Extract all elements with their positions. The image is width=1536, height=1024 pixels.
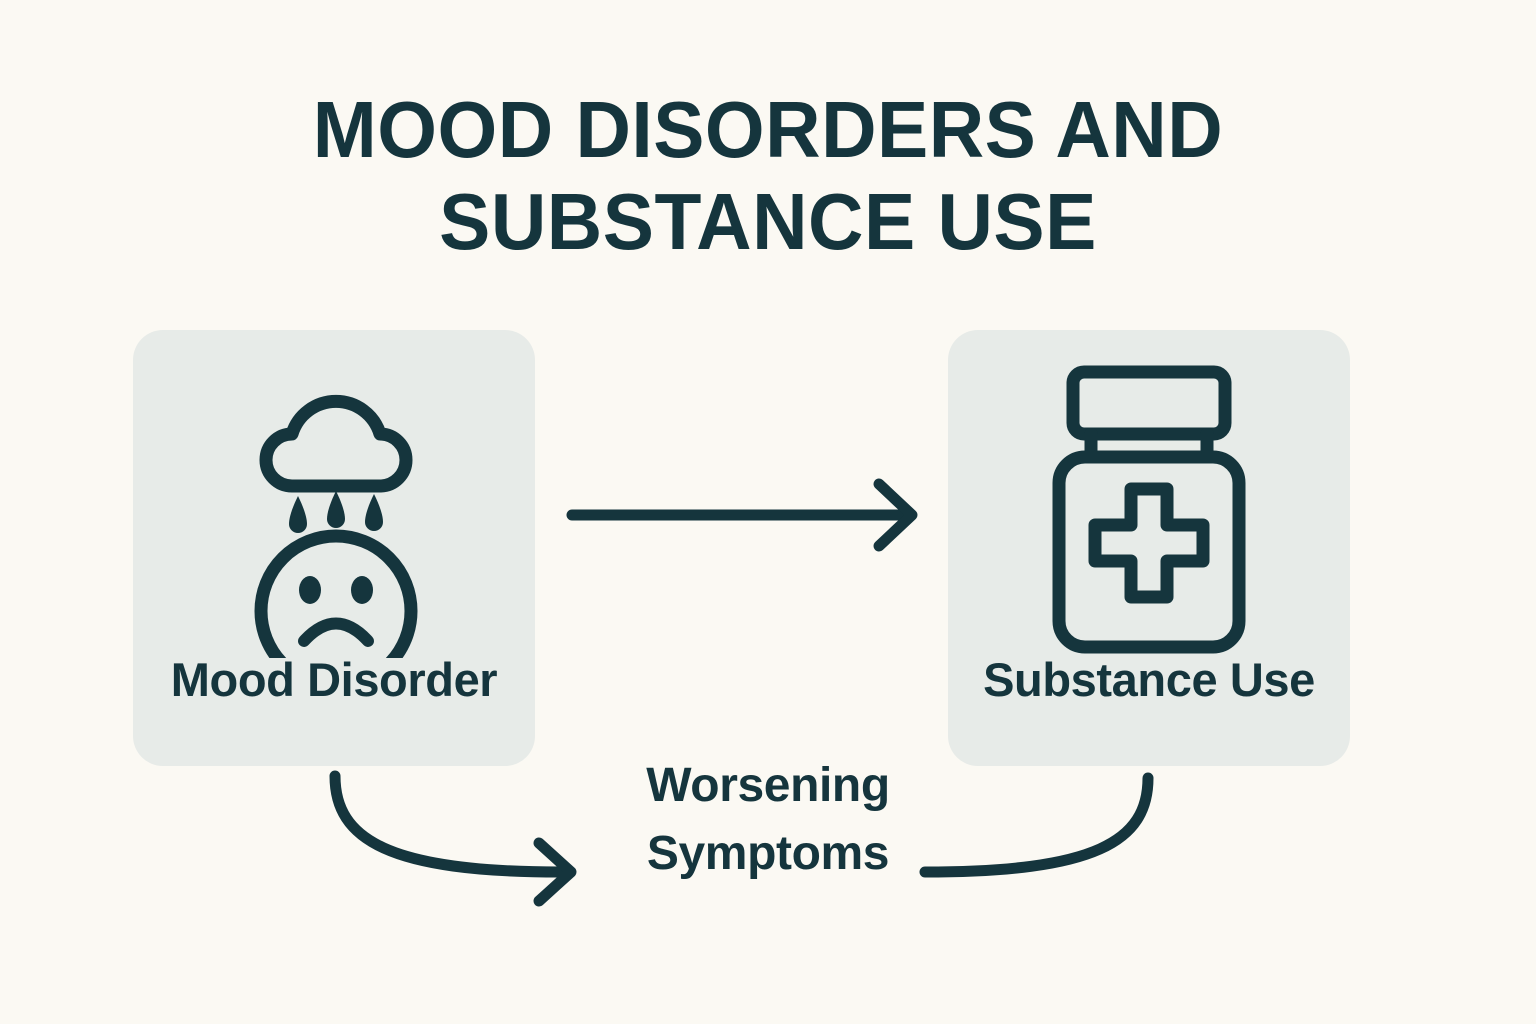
caption-worsening-symptoms: Worsening Symptoms bbox=[568, 752, 968, 888]
page-title-line-1: MOOD DISORDERS AND bbox=[312, 85, 1224, 174]
caption-line-1: Worsening bbox=[646, 759, 890, 812]
raindrops-icon bbox=[289, 491, 383, 533]
page-title: MOOD DISORDERS AND SUBSTANCE USE bbox=[31, 84, 1506, 268]
arrow-right-icon bbox=[566, 478, 918, 552]
mood-disorder-icon-wrap bbox=[133, 358, 535, 658]
card-mood-disorder: Mood Disorder bbox=[133, 330, 535, 766]
caption-line-2: Symptoms bbox=[646, 827, 890, 880]
card-substance-use-label: Substance Use bbox=[983, 653, 1315, 706]
card-substance-use: Substance Use bbox=[948, 330, 1350, 766]
curved-arrow-down-right-icon bbox=[329, 770, 577, 907]
page-title-line-2: SUBSTANCE USE bbox=[439, 177, 1097, 266]
pill-bottle-icon bbox=[1052, 365, 1246, 654]
sad-face-eyes-icon bbox=[299, 576, 373, 604]
card-mood-disorder-label: Mood Disorder bbox=[170, 653, 498, 706]
rain-cloud-sad-face-icon bbox=[254, 395, 418, 658]
substance-use-icon-wrap bbox=[948, 358, 1350, 658]
